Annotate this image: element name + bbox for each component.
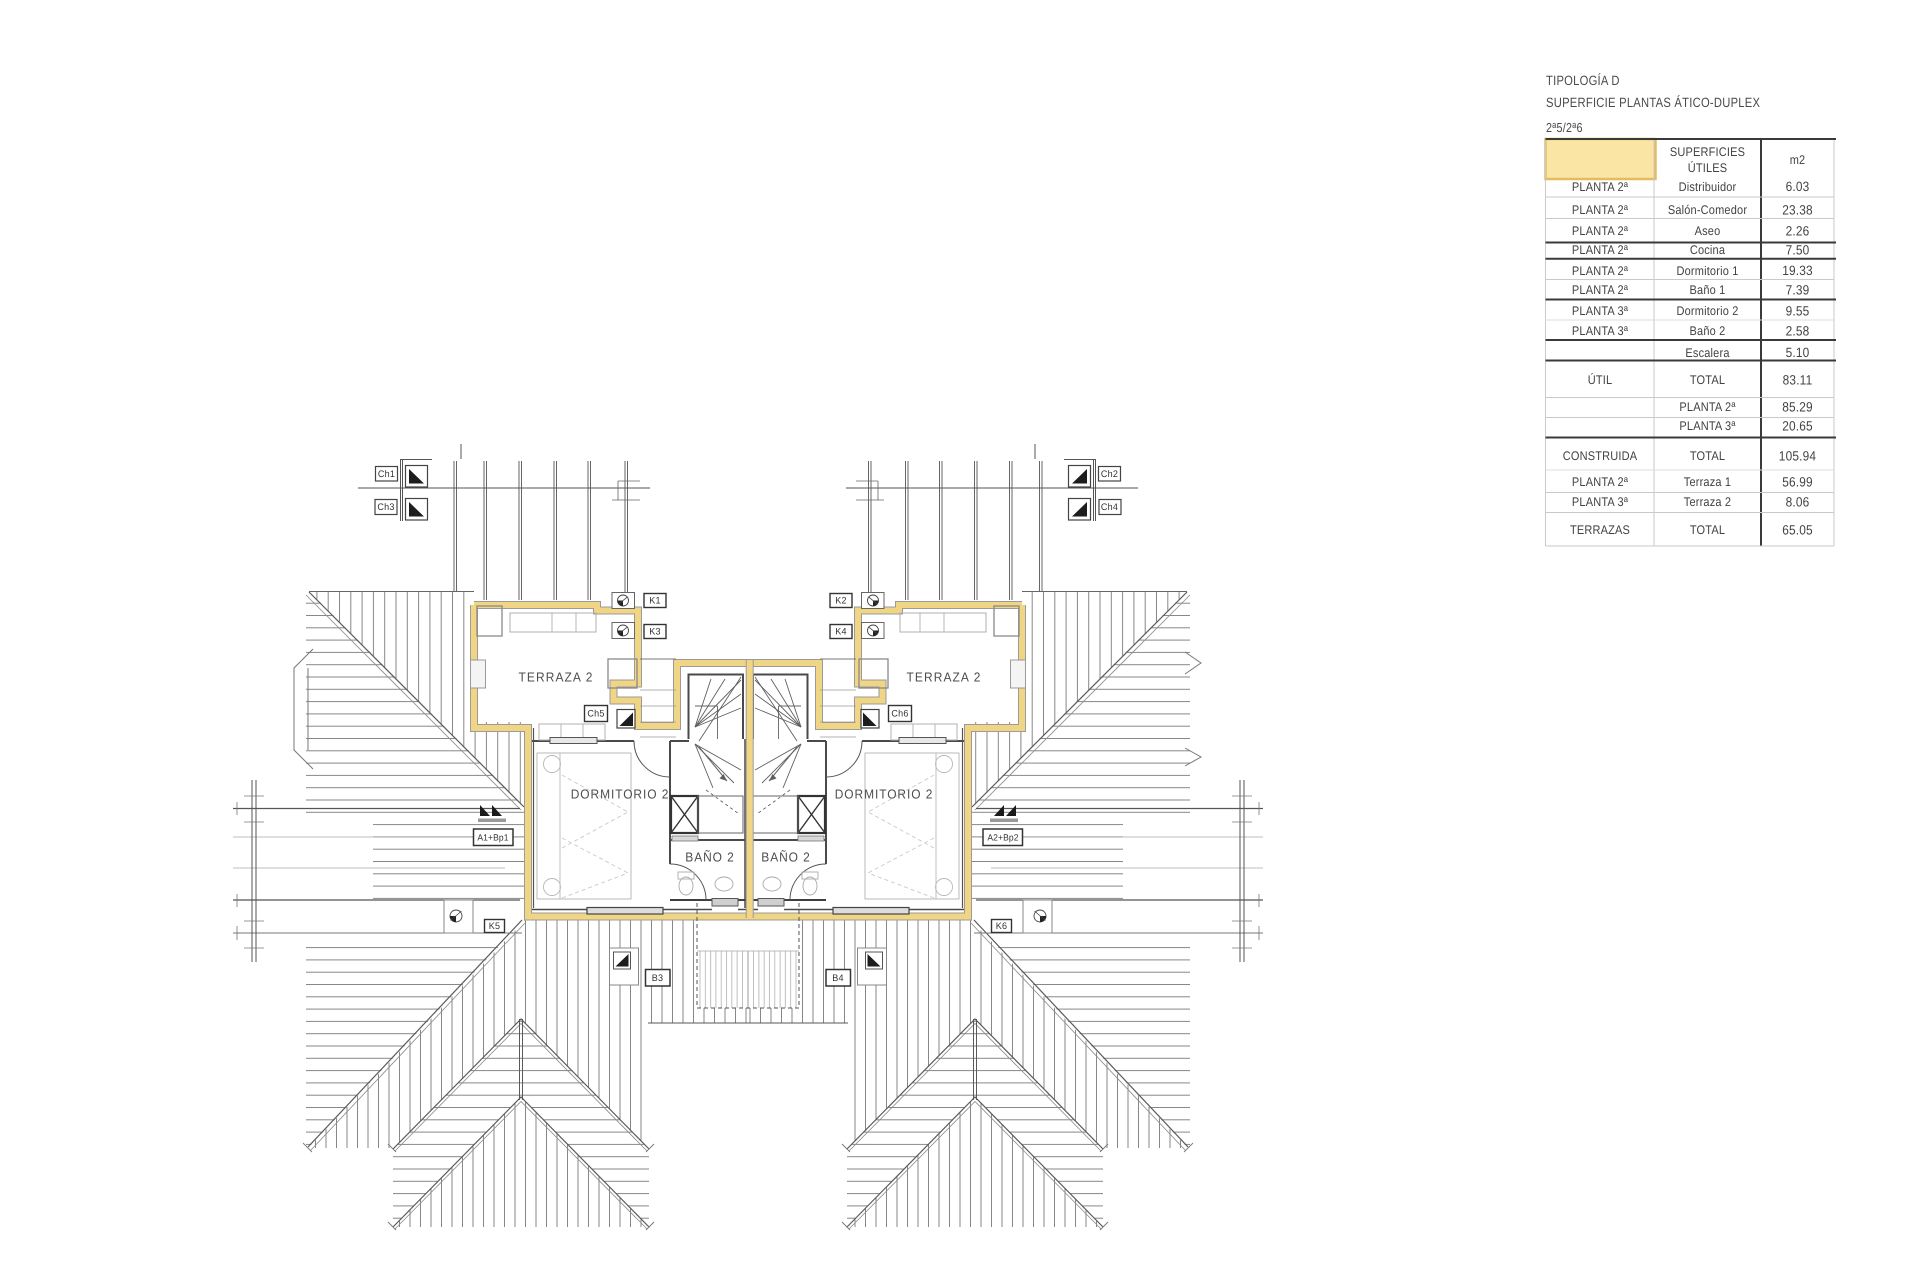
svg-text:K3: K3 (649, 627, 660, 638)
svg-text:PLANTA 3ª: PLANTA 3ª (1572, 304, 1628, 318)
svg-text:PLANTA 2ª: PLANTA 2ª (1572, 243, 1628, 257)
svg-text:Dormitorio 1: Dormitorio 1 (1676, 264, 1738, 278)
svg-text:PLANTA 3ª: PLANTA 3ª (1572, 324, 1628, 338)
svg-text:TOTAL: TOTAL (1690, 523, 1725, 537)
svg-text:Aseo: Aseo (1695, 224, 1721, 238)
svg-text:PLANTA 2ª: PLANTA 2ª (1572, 264, 1628, 278)
svg-text:2.58: 2.58 (1786, 323, 1810, 338)
svg-text:SUPERFICIE PLANTAS ÁTICO-DUPLE: SUPERFICIE PLANTAS ÁTICO-DUPLEX (1546, 95, 1760, 110)
svg-text:105.94: 105.94 (1779, 449, 1817, 464)
svg-text:B4: B4 (832, 973, 843, 984)
svg-text:BAÑO 2: BAÑO 2 (685, 849, 734, 864)
svg-text:A1+Bp1: A1+Bp1 (477, 833, 508, 843)
svg-text:PLANTA 2ª: PLANTA 2ª (1572, 224, 1628, 238)
svg-text:PLANTA 2ª: PLANTA 2ª (1572, 180, 1628, 194)
svg-text:B3: B3 (652, 973, 663, 984)
svg-text:K6: K6 (996, 921, 1007, 932)
svg-text:DORMITORIO 2: DORMITORIO 2 (835, 786, 934, 801)
svg-text:Terraza 2: Terraza 2 (1684, 495, 1731, 509)
svg-text:m2: m2 (1790, 153, 1806, 167)
svg-text:85.29: 85.29 (1782, 400, 1813, 415)
svg-text:PLANTA 2ª: PLANTA 2ª (1572, 203, 1628, 217)
svg-text:8.06: 8.06 (1786, 495, 1810, 510)
svg-text:PLANTA 2ª: PLANTA 2ª (1679, 400, 1735, 414)
svg-text:K1: K1 (649, 596, 660, 607)
svg-text:TIPOLOGÍA D: TIPOLOGÍA D (1546, 73, 1620, 88)
svg-text:83.11: 83.11 (1783, 373, 1813, 388)
svg-text:Ch6: Ch6 (891, 709, 908, 720)
svg-text:Ch1: Ch1 (378, 469, 395, 480)
svg-text:7.50: 7.50 (1786, 243, 1810, 258)
svg-text:TERRAZAS: TERRAZAS (1570, 523, 1630, 537)
svg-text:5.10: 5.10 (1786, 345, 1810, 360)
svg-text:Salón-Comedor: Salón-Comedor (1668, 203, 1747, 217)
svg-text:Ch4: Ch4 (1101, 502, 1118, 513)
svg-text:PLANTA 3ª: PLANTA 3ª (1679, 419, 1735, 433)
svg-text:ÚTIL: ÚTIL (1588, 373, 1613, 387)
svg-text:K4: K4 (835, 627, 846, 638)
svg-text:56.99: 56.99 (1782, 475, 1813, 490)
svg-text:TOTAL: TOTAL (1690, 449, 1725, 463)
svg-text:PLANTA 3ª: PLANTA 3ª (1572, 495, 1628, 509)
svg-text:Ch3: Ch3 (377, 502, 394, 513)
svg-text:Ch2: Ch2 (1101, 469, 1118, 480)
svg-text:A2+Bp2: A2+Bp2 (987, 833, 1018, 843)
svg-text:ÚTILES: ÚTILES (1688, 161, 1728, 175)
svg-text:DORMITORIO 2: DORMITORIO 2 (571, 786, 670, 801)
svg-text:PLANTA 2ª: PLANTA 2ª (1572, 475, 1628, 489)
svg-text:Baño 1: Baño 1 (1690, 283, 1726, 297)
svg-text:TOTAL: TOTAL (1690, 373, 1725, 387)
svg-text:TERRAZA 2: TERRAZA 2 (518, 669, 593, 684)
svg-text:PLANTA 2ª: PLANTA 2ª (1572, 283, 1628, 297)
svg-text:Distribuidor: Distribuidor (1679, 180, 1737, 194)
svg-text:19.33: 19.33 (1782, 263, 1813, 278)
svg-text:Terraza 1: Terraza 1 (1684, 475, 1731, 489)
svg-text:2.26: 2.26 (1786, 224, 1810, 239)
svg-text:Escalera: Escalera (1685, 346, 1729, 360)
svg-text:7.39: 7.39 (1786, 283, 1810, 298)
svg-text:TERRAZA 2: TERRAZA 2 (906, 669, 981, 684)
svg-text:K2: K2 (835, 596, 846, 607)
svg-text:Ch5: Ch5 (587, 709, 604, 720)
svg-text:Cocina: Cocina (1690, 243, 1725, 257)
svg-text:K5: K5 (489, 921, 500, 932)
svg-text:20.65: 20.65 (1782, 419, 1813, 434)
svg-text:65.05: 65.05 (1782, 523, 1813, 538)
svg-text:2ª5/2ª6: 2ª5/2ª6 (1546, 120, 1583, 135)
svg-text:6.03: 6.03 (1786, 179, 1810, 194)
svg-text:SUPERFICIES: SUPERFICIES (1670, 145, 1745, 159)
svg-text:BAÑO 2: BAÑO 2 (761, 849, 810, 864)
svg-text:Dormitorio 2: Dormitorio 2 (1676, 304, 1738, 318)
svg-text:23.38: 23.38 (1782, 203, 1813, 218)
svg-text:CONSTRUIDA: CONSTRUIDA (1563, 449, 1638, 463)
svg-text:9.55: 9.55 (1786, 304, 1810, 319)
svg-text:Baño 2: Baño 2 (1690, 324, 1726, 338)
